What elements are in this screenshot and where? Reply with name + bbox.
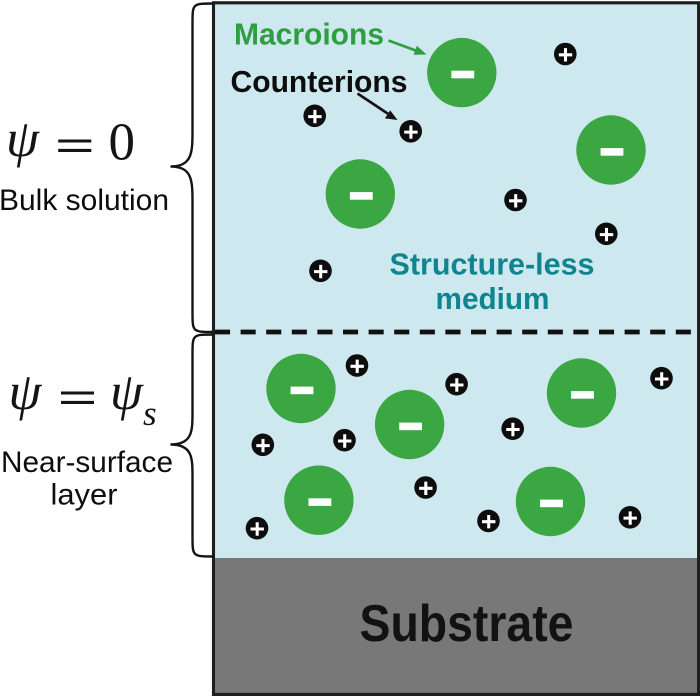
svg-text:medium: medium <box>436 282 550 316</box>
svg-text:layer: layer <box>51 479 118 512</box>
svg-text:Counterions: Counterions <box>231 65 408 99</box>
svg-text:ψ: ψ <box>9 363 43 421</box>
svg-text:Substrate: Substrate <box>360 594 574 652</box>
svg-text:0: 0 <box>109 114 136 172</box>
svg-text:Structure-less: Structure-less <box>390 248 595 282</box>
svg-text:Bulk solution: Bulk solution <box>0 184 169 217</box>
svg-text:s: s <box>143 394 157 433</box>
svg-text:ψ: ψ <box>6 110 40 168</box>
svg-text:ψ: ψ <box>110 363 144 421</box>
svg-text:Macroions: Macroions <box>234 18 384 52</box>
svg-text:Near-surface: Near-surface <box>1 446 173 479</box>
